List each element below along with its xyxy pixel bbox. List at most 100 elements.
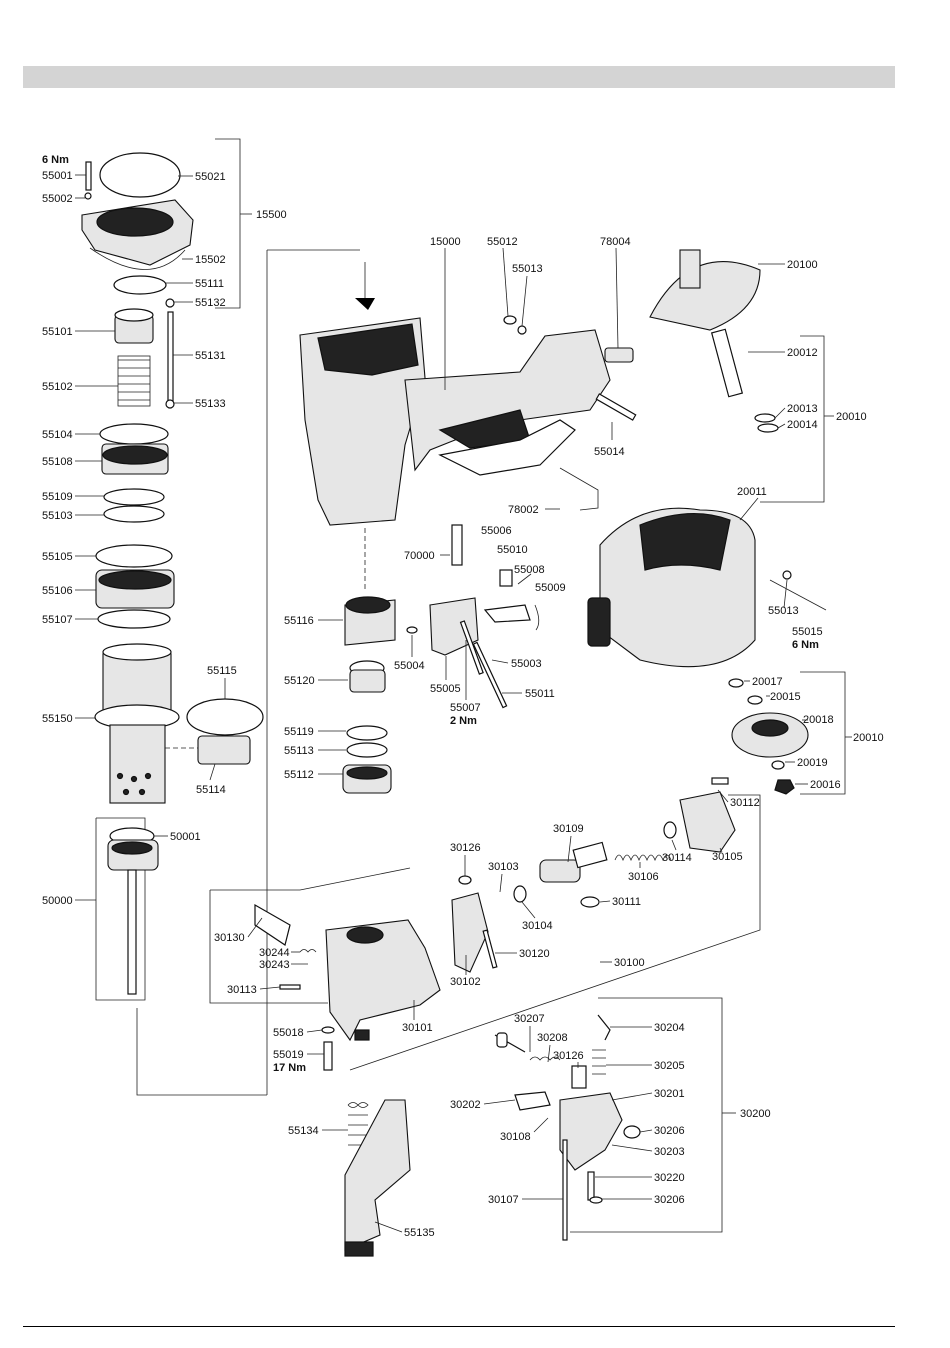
label-20017: 20017 bbox=[752, 676, 783, 688]
group-brackets bbox=[95, 138, 852, 1233]
label-30243: 30243 bbox=[259, 959, 290, 971]
label-55014: 55014 bbox=[594, 446, 625, 458]
label-30113: 30113 bbox=[227, 984, 257, 996]
label-20014: 20014 bbox=[787, 419, 818, 431]
label-30206-top: 30206 bbox=[654, 1125, 685, 1137]
label-30111: 30111 bbox=[612, 896, 641, 908]
label-30204: 30204 bbox=[654, 1022, 685, 1034]
label-20019: 20019 bbox=[797, 757, 828, 769]
label-55013-top: 55013 bbox=[512, 263, 543, 275]
label-30106: 30106 bbox=[628, 871, 659, 883]
part-labels: 6 Nm 55001 55002 55021 15500 15502 55111… bbox=[42, 154, 884, 1239]
label-30126-bottom: 30126 bbox=[553, 1050, 584, 1062]
label-55102: 55102 bbox=[42, 381, 73, 393]
label-20015: 20015 bbox=[770, 691, 801, 703]
cap-assembly bbox=[81, 152, 194, 295]
label-50001: 50001 bbox=[170, 831, 201, 843]
label-55009: 55009 bbox=[535, 582, 566, 594]
magazine bbox=[587, 249, 827, 795]
label-20013: 20013 bbox=[787, 403, 818, 415]
label-20018: 20018 bbox=[803, 714, 834, 726]
label-30244: 30244 bbox=[259, 947, 290, 959]
lower-assembly bbox=[344, 1014, 641, 1257]
label-55103: 55103 bbox=[42, 510, 73, 522]
label-30100: 30100 bbox=[614, 957, 645, 969]
label-55015: 55015 bbox=[792, 626, 823, 638]
label-30203: 30203 bbox=[654, 1146, 685, 1158]
label-55107: 55107 bbox=[42, 614, 73, 626]
label-55101: 55101 bbox=[42, 326, 73, 338]
label-30101: 30101 bbox=[402, 1022, 433, 1034]
label-30208: 30208 bbox=[537, 1032, 568, 1044]
label-30107: 30107 bbox=[488, 1194, 519, 1206]
label-55104: 55104 bbox=[42, 429, 73, 441]
label-55120: 55120 bbox=[284, 675, 315, 687]
piston-column-left bbox=[95, 298, 175, 629]
label-15500: 15500 bbox=[256, 209, 287, 221]
label-55003: 55003 bbox=[511, 658, 542, 670]
label-55010: 55010 bbox=[497, 544, 528, 556]
label-20016: 20016 bbox=[810, 779, 841, 791]
label-30105: 30105 bbox=[712, 851, 743, 863]
label-55002: 55002 bbox=[42, 193, 73, 205]
label-70000: 70000 bbox=[404, 550, 435, 562]
label-20100: 20100 bbox=[787, 259, 818, 271]
cylinder-55150 bbox=[94, 643, 264, 804]
label-30120: 30120 bbox=[519, 948, 550, 960]
label-55112: 55112 bbox=[284, 769, 314, 781]
label-55150: 55150 bbox=[42, 713, 73, 725]
label-30102: 30102 bbox=[450, 976, 481, 988]
label-55018: 55018 bbox=[273, 1027, 304, 1039]
label-30202: 30202 bbox=[450, 1099, 481, 1111]
label-55004: 55004 bbox=[394, 660, 425, 672]
label-30112: 30112 bbox=[730, 797, 760, 809]
label-30104: 30104 bbox=[522, 920, 553, 932]
label-30108: 30108 bbox=[500, 1131, 531, 1143]
label-30220: 30220 bbox=[654, 1172, 685, 1184]
label-20012: 20012 bbox=[787, 347, 818, 359]
label-55007: 55007 bbox=[450, 702, 481, 714]
label-55135: 55135 bbox=[404, 1227, 435, 1239]
label-55013-right: 55013 bbox=[768, 605, 799, 617]
label-55001: 55001 bbox=[42, 170, 73, 182]
label-20010-top: 20010 bbox=[836, 411, 867, 423]
label-30114: 30114 bbox=[662, 852, 692, 864]
label-55115: 55115 bbox=[207, 665, 237, 677]
label-55111: 55111 bbox=[195, 278, 224, 290]
label-55113: 55113 bbox=[284, 745, 314, 757]
label-55131: 55131 bbox=[195, 350, 226, 362]
label-55132: 55132 bbox=[195, 297, 226, 309]
label-55133: 55133 bbox=[195, 398, 226, 410]
label-30201: 30201 bbox=[654, 1088, 685, 1100]
label-15000: 15000 bbox=[430, 236, 461, 248]
label-30126-top: 30126 bbox=[450, 842, 481, 854]
label-15502: 15502 bbox=[195, 254, 226, 266]
label-55011: 55011 bbox=[525, 688, 555, 700]
label-55109: 55109 bbox=[42, 491, 73, 503]
label-30109: 30109 bbox=[553, 823, 584, 835]
label-55008: 55008 bbox=[514, 564, 545, 576]
label-55006: 55006 bbox=[481, 525, 512, 537]
label-55116: 55116 bbox=[284, 615, 314, 627]
label-30205: 30205 bbox=[654, 1060, 685, 1072]
label-30207: 30207 bbox=[514, 1013, 545, 1025]
footer-rule bbox=[23, 1326, 895, 1327]
label-30206-bottom: 30206 bbox=[654, 1194, 685, 1206]
label-20011: 20011 bbox=[737, 486, 767, 498]
valve-column-center bbox=[342, 524, 540, 794]
label-30130: 30130 bbox=[214, 932, 245, 944]
label-50000: 50000 bbox=[42, 895, 73, 907]
label-55106: 55106 bbox=[42, 585, 73, 597]
label-55119: 55119 bbox=[284, 726, 314, 738]
torque-55001: 6 Nm bbox=[42, 154, 69, 166]
label-55134: 55134 bbox=[288, 1125, 319, 1137]
torque-55015: 6 Nm bbox=[792, 639, 819, 651]
label-55108: 55108 bbox=[42, 456, 73, 468]
torque-55019: 17 Nm bbox=[273, 1062, 306, 1074]
label-55005: 55005 bbox=[430, 683, 461, 695]
leader-lines bbox=[75, 174, 808, 1233]
torque-55007: 2 Nm bbox=[450, 715, 477, 727]
label-55012: 55012 bbox=[487, 236, 518, 248]
label-55019: 55019 bbox=[273, 1049, 304, 1061]
